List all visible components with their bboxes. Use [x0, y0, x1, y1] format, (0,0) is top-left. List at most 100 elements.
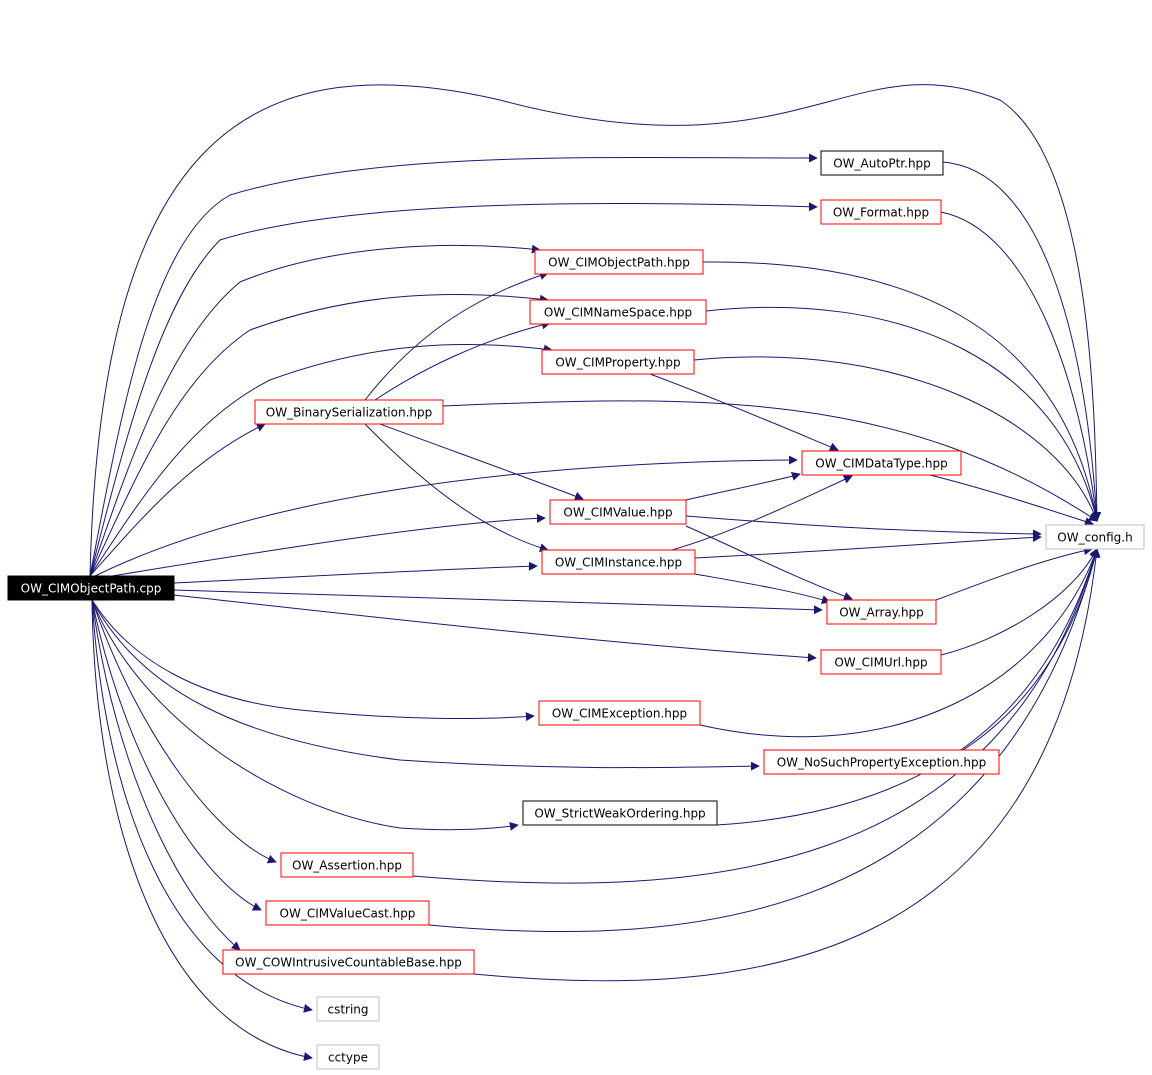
node-box — [820, 649, 942, 675]
edge-assertion-to-config — [412, 548, 1100, 884]
node-box — [280, 852, 414, 878]
edge-cimnamespace-to-config — [705, 306, 1100, 522]
edge-cowintrusive-to-config — [473, 548, 1101, 982]
edge-binser-to-config — [442, 400, 1098, 522]
edge-ciminstance-to-cimdatatype — [671, 475, 853, 551]
edge-root-to-cimobjectpath — [89, 244, 541, 577]
edge-ciminstance-to-array — [694, 573, 831, 604]
node-cimproperty[interactable]: OW_CIMProperty.hpp — [541, 349, 695, 375]
edge-cimobjectpath-to-config — [702, 261, 1100, 522]
node-label: OW_CIMDataType.hpp — [815, 457, 947, 471]
edge-cimproperty-to-config — [693, 356, 1099, 522]
node-label: OW_CIMProperty.hpp — [555, 356, 680, 370]
node-box — [820, 150, 944, 176]
edge-root-to-autoptr — [89, 153, 818, 577]
node-cimnamespace[interactable]: OW_CIMNameSpace.hpp — [529, 299, 707, 325]
edge-root-to-cimexception — [91, 599, 535, 722]
edge-cimvaluecast-to-config — [428, 548, 1100, 933]
edge-nosuchprop-to-config — [962, 548, 1100, 751]
node-box — [7, 575, 175, 601]
edge-root-to-cimnamespace — [89, 293, 549, 577]
node-label: OW_Format.hpp — [833, 206, 929, 220]
edge-root-to-binser — [89, 423, 266, 577]
node-label: OW_CIMObjectPath.hpp — [548, 256, 690, 270]
node-cimurl[interactable]: OW_CIMUrl.hpp — [820, 649, 942, 675]
edge-root-to-ciminstance — [173, 561, 538, 584]
node-box — [1045, 524, 1145, 550]
nodes: OW_CIMObjectPath.cpp OW_AutoPtr.hppOW_For… — [7, 150, 1145, 1070]
edge-cimurl-to-config — [940, 548, 1098, 656]
node-label: OW_CIMObjectPath.cpp — [21, 582, 162, 596]
edge-binser-to-ciminstance — [364, 423, 549, 553]
node-label: OW_Array.hpp — [839, 606, 924, 620]
node-box — [541, 549, 696, 575]
edge-root-to-assertion — [91, 599, 277, 864]
node-box — [529, 299, 707, 325]
node-label: OW_COWIntrusiveCountableBase.hpp — [235, 956, 462, 970]
edge-root-to-cctype — [91, 599, 313, 1061]
edge-cimdatatype-to-config — [929, 474, 1094, 526]
edge-root-to-array — [173, 589, 823, 615]
edge-array-to-config — [935, 546, 1093, 601]
edge-strictweak-to-config — [716, 548, 1099, 826]
node-cimvaluecast[interactable]: OW_CIMValueCast.hpp — [265, 900, 430, 926]
node-box — [254, 399, 444, 425]
node-cimvalue[interactable]: OW_CIMValue.hpp — [549, 499, 687, 525]
edge-root-to-cimvalue — [99, 513, 546, 579]
edge-root-to-strictweak — [91, 599, 519, 831]
node-box — [538, 700, 701, 726]
node-box — [534, 249, 704, 275]
node-label: OW_CIMValueCast.hpp — [280, 907, 416, 921]
node-label: OW_StrictWeakOrdering.hpp — [534, 807, 705, 821]
node-autoptr[interactable]: OW_AutoPtr.hpp — [820, 150, 944, 176]
node-strictweak[interactable]: OW_StrictWeakOrdering.hpp — [522, 800, 718, 826]
node-nosuchprop[interactable]: OW_NoSuchPropertyException.hpp — [763, 749, 1000, 775]
node-root[interactable]: OW_CIMObjectPath.cpp — [7, 575, 175, 601]
edge-root-to-cstring — [91, 599, 313, 1013]
node-label: cstring — [327, 1003, 368, 1017]
node-label: OW_config.h — [1057, 531, 1132, 545]
node-box — [316, 1044, 380, 1070]
node-binser[interactable]: OW_BinarySerialization.hpp — [254, 399, 444, 425]
node-format[interactable]: OW_Format.hpp — [820, 199, 942, 225]
edge-root-to-format — [89, 202, 818, 577]
node-box — [801, 450, 962, 476]
edge-autoptr-to-config — [942, 161, 1101, 522]
node-array[interactable]: OW_Array.hpp — [826, 599, 937, 625]
node-box — [522, 800, 718, 826]
edge-binser-to-cimvalue — [379, 423, 584, 501]
edge-root-to-cimurl — [173, 594, 817, 662]
node-box — [820, 199, 942, 225]
node-label: OW_BinarySerialization.hpp — [266, 406, 432, 420]
node-cowintrusive[interactable]: OW_COWIntrusiveCountableBase.hpp — [222, 949, 475, 975]
edge-root-to-cimvaluecast — [91, 599, 262, 911]
node-label: OW_CIMValue.hpp — [563, 506, 672, 520]
edge-root-to-cimdatatype — [94, 455, 798, 577]
node-config[interactable]: OW_config.h — [1045, 524, 1145, 550]
node-box — [763, 749, 1000, 775]
node-cimobjectpath[interactable]: OW_CIMObjectPath.hpp — [534, 249, 704, 275]
node-label: OW_CIMException.hpp — [552, 707, 687, 721]
node-assertion[interactable]: OW_Assertion.hpp — [280, 852, 414, 878]
edge-binser-to-cimobjectpath — [364, 271, 549, 401]
node-label: OW_NoSuchPropertyException.hpp — [777, 756, 987, 770]
node-box — [541, 349, 695, 375]
node-label: OW_CIMInstance.hpp — [555, 556, 682, 570]
node-cstring[interactable]: cstring — [316, 996, 380, 1022]
edge-ciminstance-to-config — [694, 532, 1042, 559]
edge-cimexception-to-config — [699, 548, 1099, 738]
node-label: cctype — [328, 1051, 368, 1065]
edge-binser-to-cimnamespace — [374, 320, 551, 401]
node-cimdatatype[interactable]: OW_CIMDataType.hpp — [801, 450, 962, 476]
node-box — [316, 996, 380, 1022]
node-cctype[interactable]: cctype — [316, 1044, 380, 1070]
node-cimexception[interactable]: OW_CIMException.hpp — [538, 700, 701, 726]
node-box — [222, 949, 475, 975]
edge-cimvalue-to-config — [685, 515, 1042, 539]
node-ciminstance[interactable]: OW_CIMInstance.hpp — [541, 549, 696, 575]
node-label: OW_CIMUrl.hpp — [834, 656, 927, 670]
edge-format-to-config — [940, 211, 1101, 522]
edge-root-to-config — [89, 84, 1102, 577]
edge-cimproperty-to-cimdatatype — [649, 373, 839, 452]
